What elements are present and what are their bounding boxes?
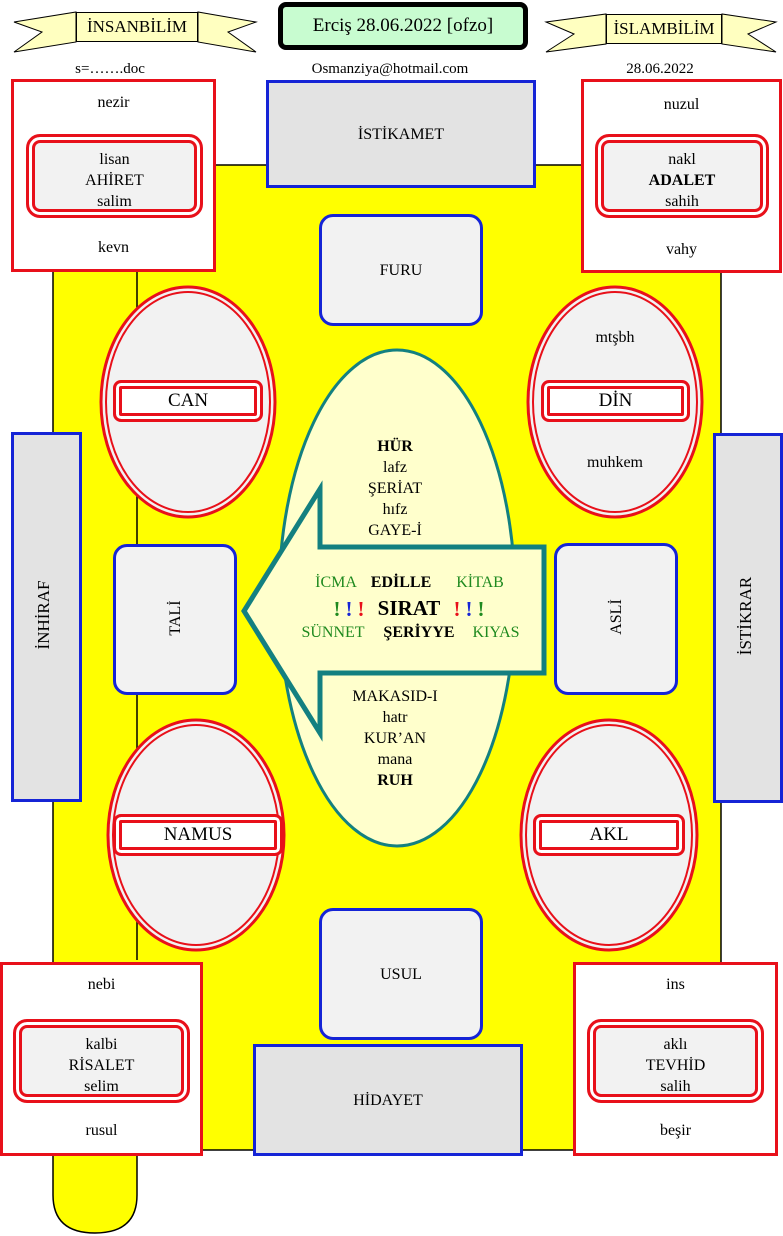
arrow-kitab: KİTAB xyxy=(456,574,504,591)
namus-label-box: NAMUS xyxy=(113,814,283,856)
bang-blue-left: ! xyxy=(345,597,353,621)
left-subtitle: s=…….doc xyxy=(75,61,145,77)
center-bottom-1: MAKASID-I xyxy=(352,688,438,705)
corner-tl-inner: lisan AHİRET salim xyxy=(26,134,203,218)
arrow-kiyas: KIYAS xyxy=(472,624,520,641)
corner-tl-line1: lisan xyxy=(99,151,130,168)
corner-tr-line1: nakl xyxy=(668,151,696,168)
arrow-edille: EDİLLE xyxy=(370,574,432,591)
corner-bl-bottom: rusul xyxy=(85,1122,118,1139)
hidayet-box: HİDAYET xyxy=(253,1044,523,1156)
furu-box: FURU xyxy=(319,214,483,326)
center-bottom-3: KUR’AN xyxy=(363,730,427,747)
corner-br-bottom: beşir xyxy=(659,1122,692,1139)
hidayet-label: HİDAYET xyxy=(353,1091,423,1109)
center-bottom-2: hatr xyxy=(382,709,408,726)
tali-label: TALİ xyxy=(167,600,184,636)
center-bottom-5: RUH xyxy=(377,772,413,789)
islambilim-label: İSLAMBİLİM xyxy=(613,19,715,38)
title-box: Erciş 28.06.2022 [ofzo] xyxy=(278,2,528,50)
asli-box: ASLİ xyxy=(554,543,678,695)
bang-red-right: ! xyxy=(453,597,461,621)
can-label: CAN xyxy=(167,390,209,411)
title-text: Erciş 28.06.2022 [ofzo] xyxy=(312,15,494,36)
center-top-5: GAYE-İ xyxy=(368,522,422,539)
namus-label: NAMUS xyxy=(163,824,233,845)
istikamet-label: İSTİKAMET xyxy=(357,125,445,143)
right-subtitle: 28.06.2022 xyxy=(626,61,694,77)
akl-label: AKL xyxy=(589,824,629,845)
corner-tr-line3: sahih xyxy=(665,193,699,210)
corner-tr-inner: nakl ADALET sahih xyxy=(595,134,769,218)
din-label: DİN xyxy=(598,390,633,411)
can-label-box: CAN xyxy=(113,380,263,422)
center-top-2: lafz xyxy=(383,459,407,476)
center-bottom-4: mana xyxy=(377,751,413,768)
istikrar-box: İSTİKRAR xyxy=(713,433,783,803)
arrow-seriyye: ŞERİYYE xyxy=(383,624,455,641)
furu-label: FURU xyxy=(379,261,423,279)
inhiraf-label: İNHİRAF xyxy=(34,580,53,650)
corner-bl-line3: selim xyxy=(84,1078,119,1095)
corner-bl-line1: kalbi xyxy=(85,1036,118,1053)
akl-label-box: AKL xyxy=(533,814,685,856)
din-top-label: mtşbh xyxy=(595,329,635,346)
tali-box: TALİ xyxy=(113,544,237,695)
corner-tr-bottom: vahy xyxy=(665,241,698,258)
corner-bl-line2: RİSALET xyxy=(68,1057,135,1074)
corner-tr-top: nuzul xyxy=(663,96,700,113)
inhiraf-box: İNHİRAF xyxy=(11,432,82,802)
din-label-box: DİN xyxy=(541,380,690,422)
istikrar-label: İSTİKRAR xyxy=(736,576,755,656)
corner-tl-line2: AHİRET xyxy=(85,172,144,189)
arrow-sunnet: SÜNNET xyxy=(301,624,365,641)
corner-br-inner: aklı TEVHİD salih xyxy=(587,1019,764,1103)
corner-bl-inner: kalbi RİSALET selim xyxy=(13,1019,190,1103)
arrow-sirat: SIRAT xyxy=(377,596,441,620)
corner-bottom-right: ins aklı TEVHİD salih beşir xyxy=(573,962,778,1156)
corner-top-left: nezir lisan AHİRET salim kevn xyxy=(11,79,216,272)
email-subtitle: Osmanziya@hotmail.com xyxy=(311,61,469,77)
insanbilim-label: İNSANBİLİM xyxy=(86,17,188,36)
bang-green-left: ! xyxy=(333,597,341,621)
islambilim-banner: İSLAMBİLİM xyxy=(606,14,722,44)
corner-tr-line2: ADALET xyxy=(648,172,716,189)
corner-br-line1: aklı xyxy=(663,1036,688,1053)
center-top-1: HÜR xyxy=(377,438,413,455)
arrow-icma: İCMA xyxy=(315,574,357,591)
center-top-4: hıfz xyxy=(382,501,408,518)
asli-label: ASLİ xyxy=(608,599,625,635)
corner-bottom-left: nebi kalbi RİSALET selim rusul xyxy=(0,962,203,1156)
bang-blue-right: ! xyxy=(465,597,473,621)
corner-br-top: ins xyxy=(666,976,685,993)
corner-br-line2: TEVHİD xyxy=(645,1057,706,1074)
corner-tl-top: nezir xyxy=(97,94,130,111)
corner-top-right: nuzul nakl ADALET sahih vahy xyxy=(581,79,782,273)
corner-tl-bottom: kevn xyxy=(97,239,130,256)
istikamet-box: İSTİKAMET xyxy=(266,80,536,188)
insanbilim-banner: İNSANBİLİM xyxy=(76,12,198,42)
usul-label: USUL xyxy=(380,965,422,983)
din-bottom-label: muhkem xyxy=(587,454,643,471)
center-top-3: ŞERİAT xyxy=(367,480,423,497)
bang-green-right: ! xyxy=(477,597,485,621)
corner-br-line3: salih xyxy=(660,1078,691,1095)
bang-red-left: ! xyxy=(357,597,365,621)
corner-tl-line3: salim xyxy=(97,193,132,210)
corner-bl-top: nebi xyxy=(87,976,116,993)
usul-box: USUL xyxy=(319,908,483,1040)
